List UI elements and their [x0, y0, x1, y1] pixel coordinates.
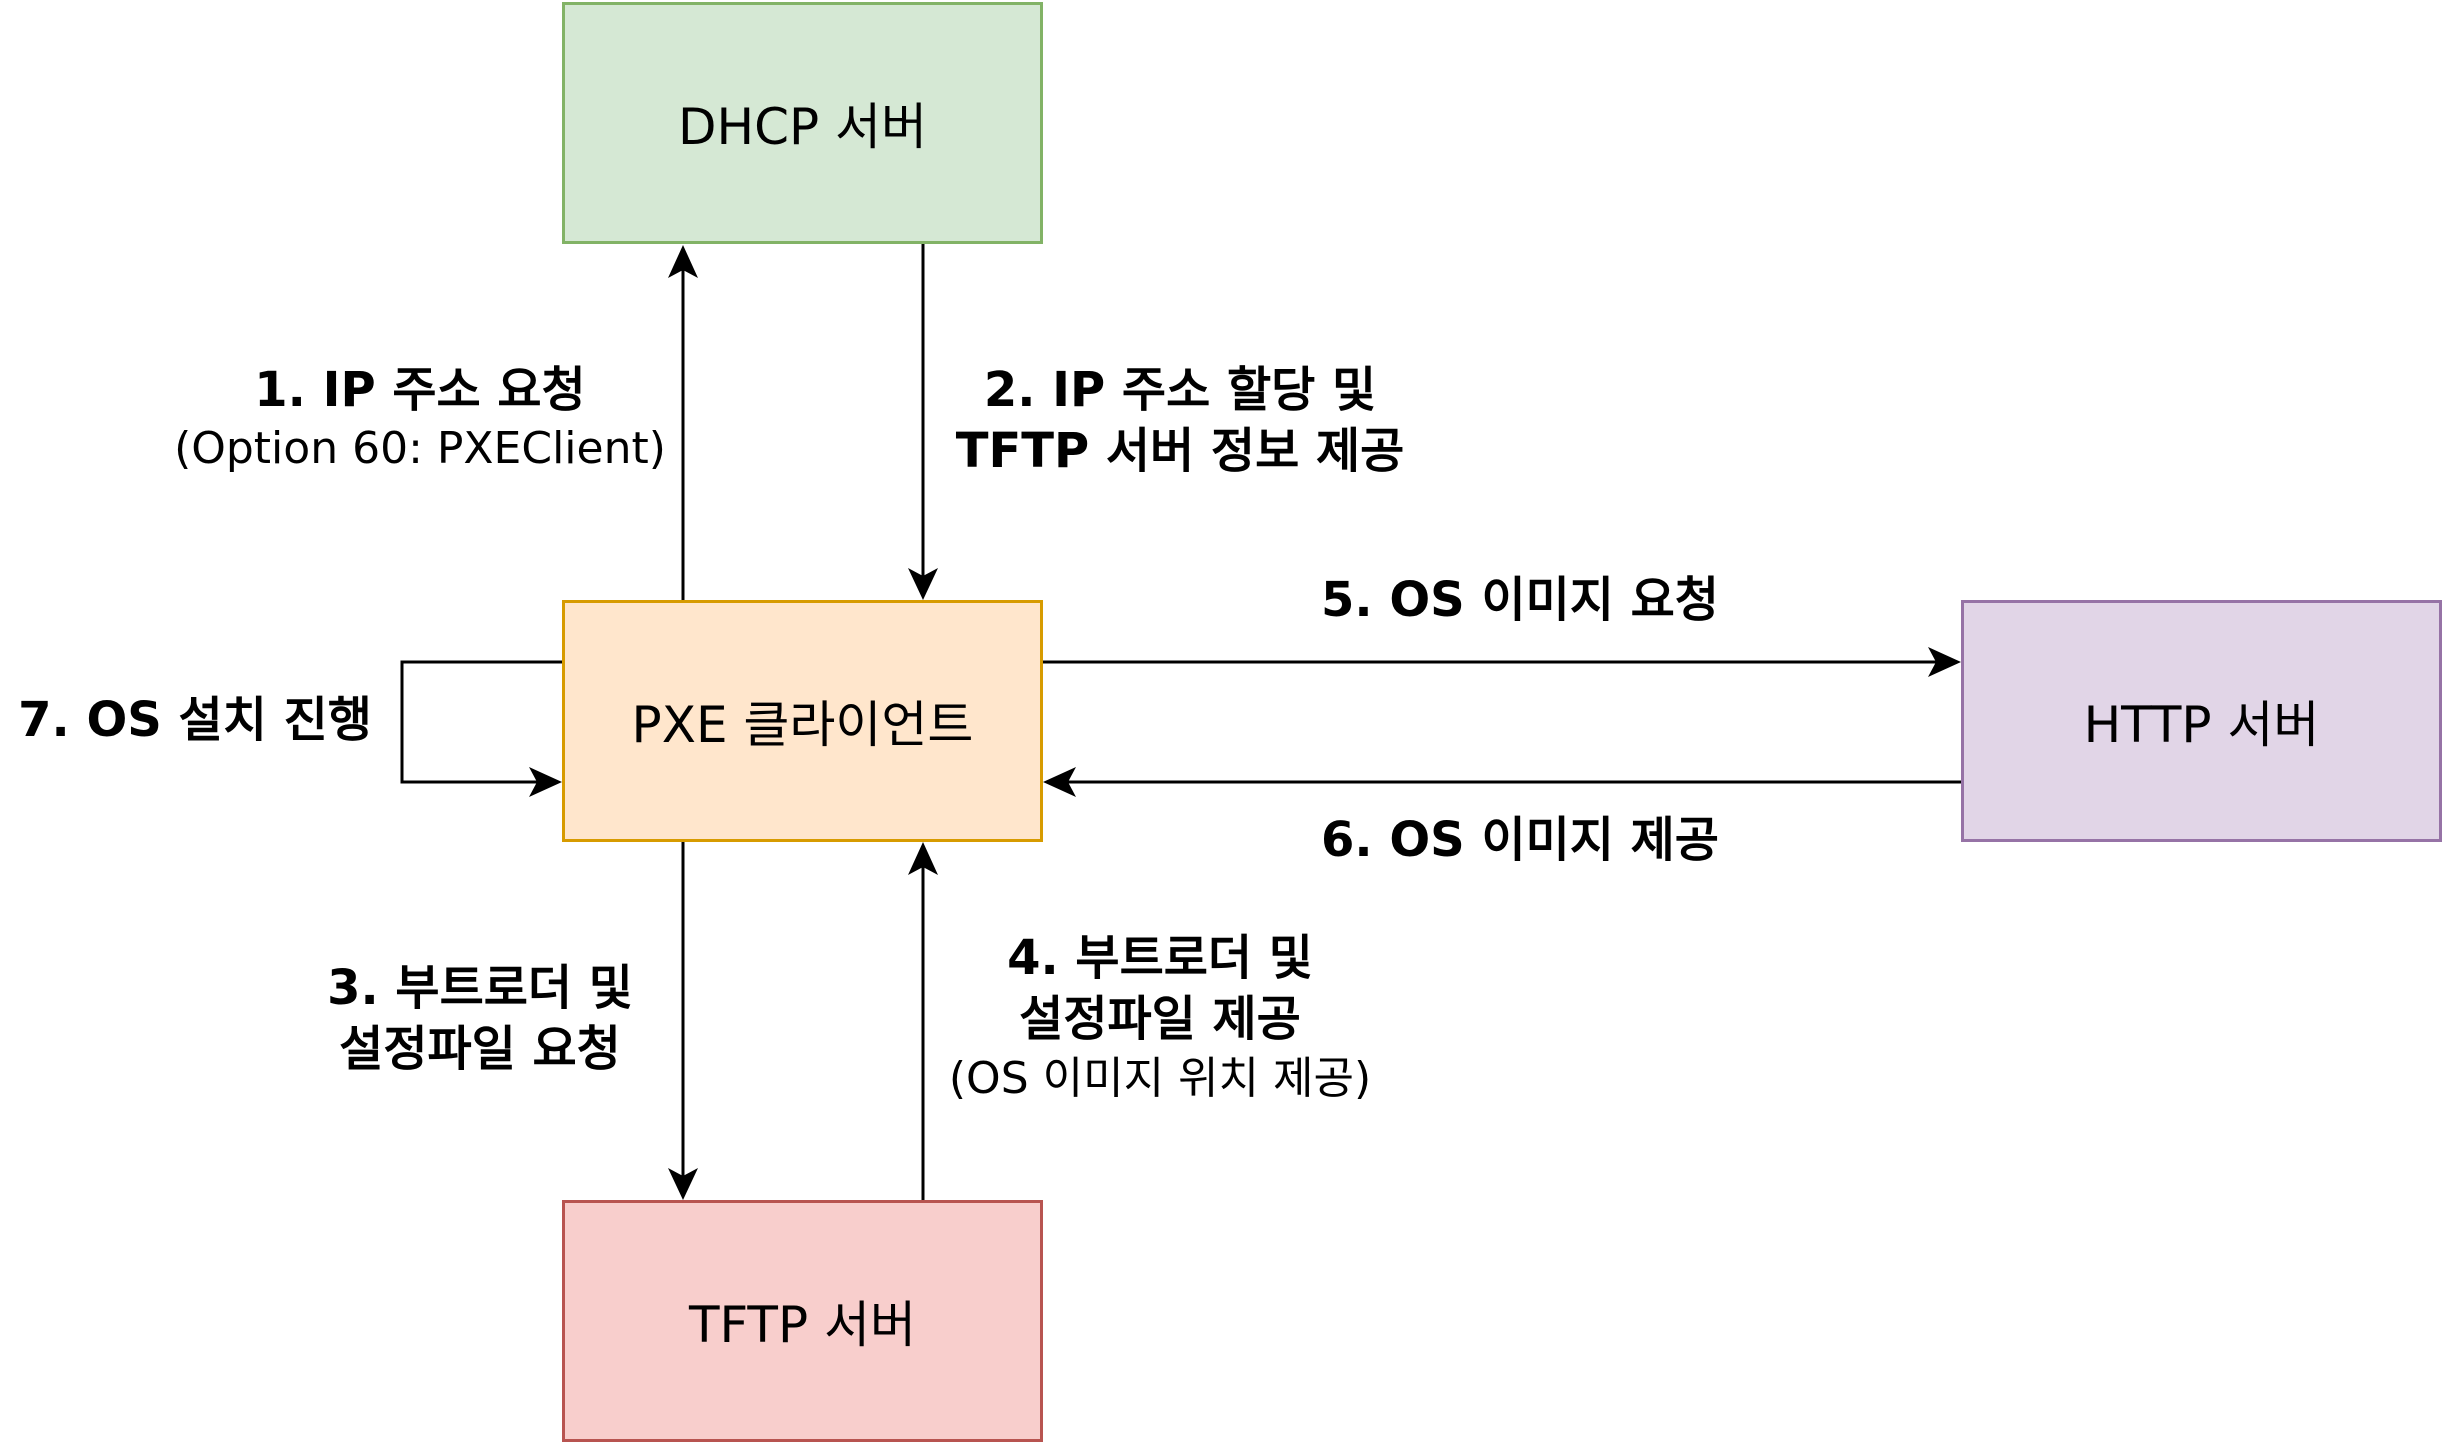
edge-bootloader-provide-line2: 설정파일 제공: [1019, 991, 1301, 1048]
edge-bootloader-request-line1: 3. 부트로더 및: [327, 960, 633, 1016]
edge-label-ip-assign: 2. IP 주소 할당 및 TFTP 서버 정보 제공: [940, 360, 1420, 483]
edge-ip-request-note: (Option 60: PXEClient): [174, 423, 666, 475]
edge-label-os-image-provide: 6. OS 이미지 제공: [1300, 810, 1740, 871]
edge-label-bootloader-provide: 4. 부트로더 및 설정파일 제공 (OS 이미지 위치 제공): [930, 928, 1390, 1107]
edge-bootloader-request-line2: 설정파일 요청: [339, 1021, 621, 1078]
edge-ip-request-title: 1. IP 주소 요청: [254, 362, 586, 418]
arrowhead-bootloader-request: [668, 1168, 698, 1200]
pxe-client-node: PXE 클라이언트: [562, 600, 1043, 842]
edge-label-ip-request: 1. IP 주소 요청 (Option 60: PXEClient): [160, 360, 680, 478]
dhcp-server-node: DHCP 서버: [562, 2, 1043, 244]
edge-os-install-title: 7. OS 설치 진행: [18, 692, 372, 748]
edge-bootloader-provide-line1: 4. 부트로더 및: [1007, 930, 1313, 986]
edge-os-image-provide-title: 6. OS 이미지 제공: [1321, 812, 1719, 868]
arrowhead-os-install: [529, 767, 562, 797]
arrowhead-os-image-provide: [1043, 767, 1076, 797]
arrow-os-install: [400, 660, 562, 784]
dhcp-server-label: DHCP 서버: [677, 98, 928, 156]
tftp-server-node: TFTP 서버: [562, 1200, 1043, 1442]
edge-ip-assign-line1: 2. IP 주소 할당 및: [983, 362, 1377, 418]
http-server-node: HTTP 서버: [1961, 600, 2442, 842]
pxe-client-label: PXE 클라이언트: [631, 696, 974, 754]
http-server-label: HTTP 서버: [2083, 696, 2320, 754]
edge-label-os-install: 7. OS 설치 진행: [10, 690, 380, 751]
arrowhead-ip-assign: [908, 568, 938, 600]
arrowhead-bootloader-provide: [908, 842, 938, 875]
edge-ip-assign-line2: TFTP 서버 정보 제공: [955, 423, 1405, 480]
edge-label-os-image-request: 5. OS 이미지 요청: [1300, 570, 1740, 631]
arrowhead-os-image-request: [1928, 647, 1961, 677]
tftp-server-label: TFTP 서버: [688, 1296, 916, 1354]
edge-bootloader-provide-note: (OS 이미지 위치 제공): [948, 1052, 1372, 1104]
edge-label-bootloader-request: 3. 부트로더 및 설정파일 요청: [300, 958, 660, 1081]
edge-os-image-request-title: 5. OS 이미지 요청: [1321, 572, 1719, 628]
arrowhead-ip-request: [668, 245, 698, 278]
